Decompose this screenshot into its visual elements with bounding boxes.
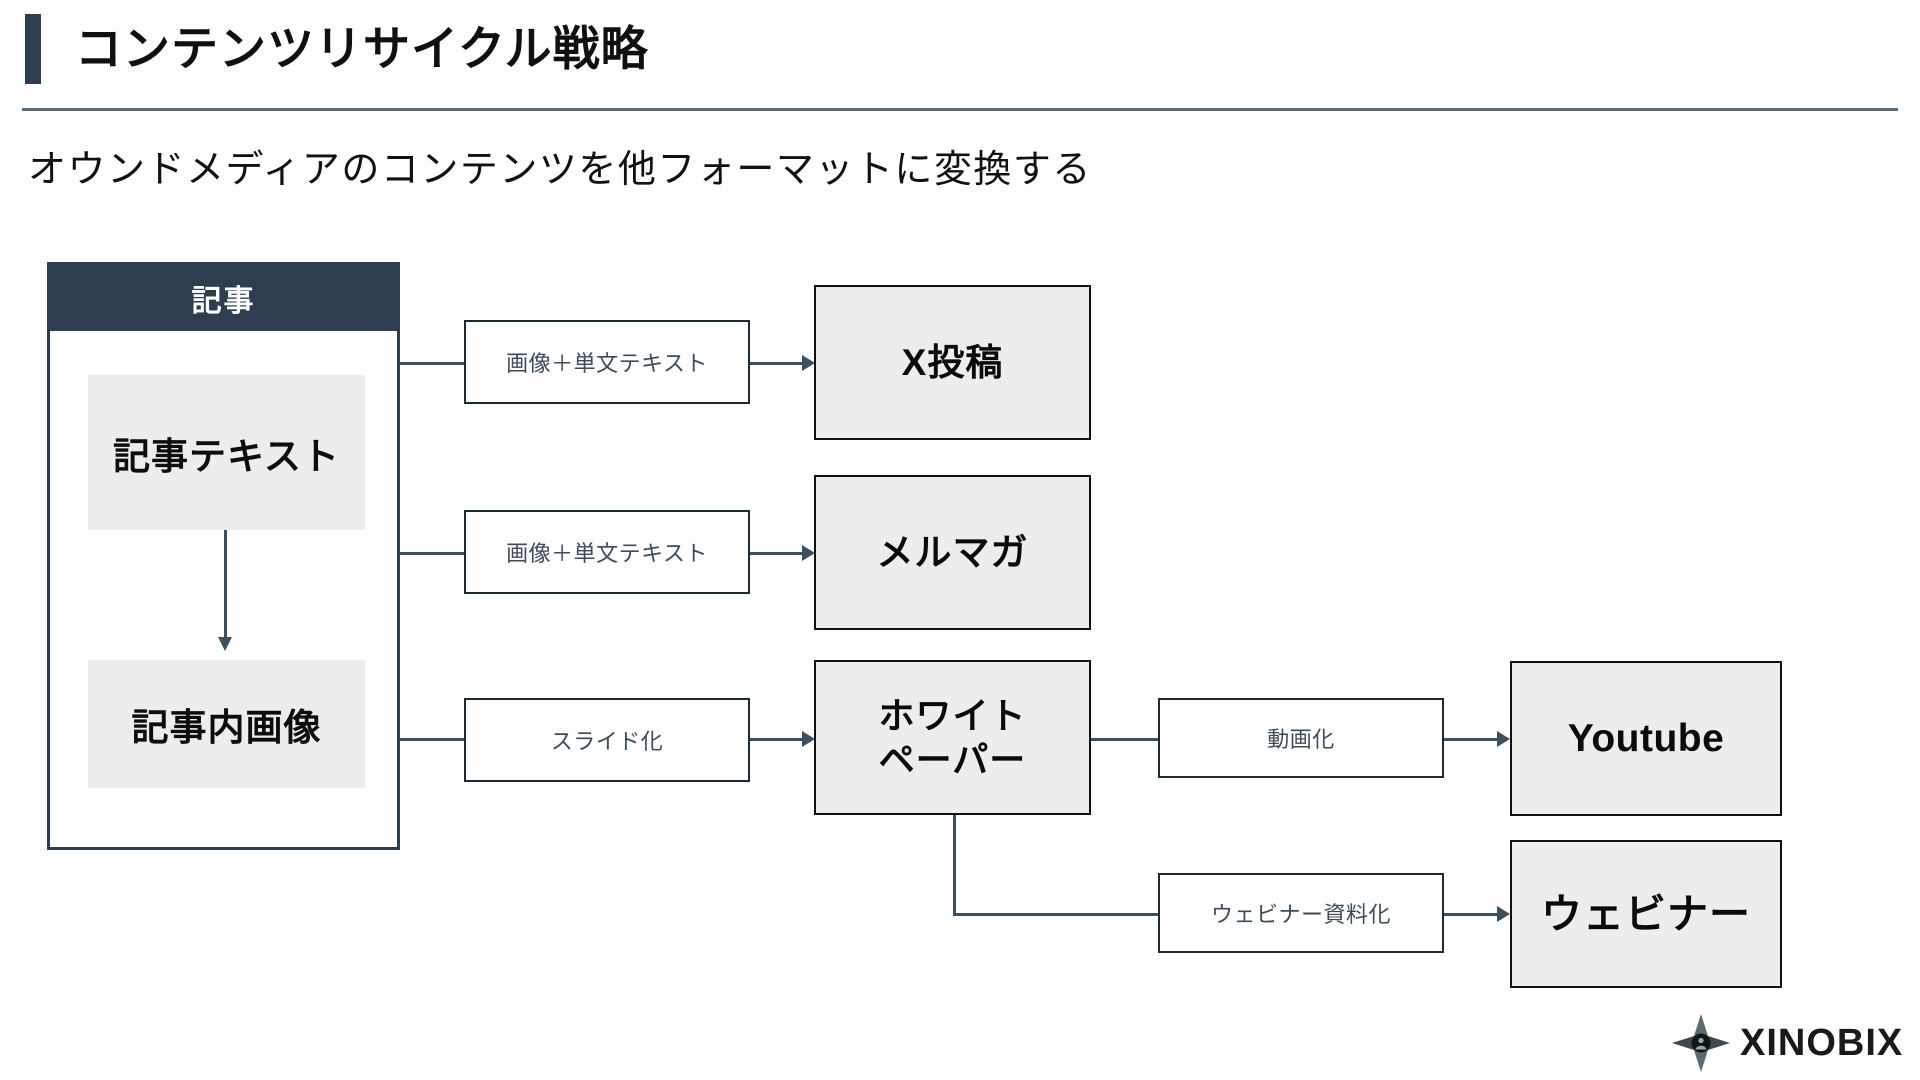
brand-logo: XINOBIX xyxy=(1672,1014,1902,1072)
transform-label-row3-text: スライド化 xyxy=(550,729,664,754)
xinobix-star-icon xyxy=(1672,1014,1730,1072)
transform-label-row2: 画像＋単文テキスト xyxy=(464,510,750,594)
transform-label-row1-text: 画像＋単文テキスト xyxy=(506,351,708,376)
connector-row5-to-output xyxy=(1444,913,1500,916)
page-title: コンテンツリサイクル戦略 xyxy=(75,22,649,75)
source-item-article-text-label: 記事テキスト xyxy=(113,435,340,477)
connector-row2-to-output xyxy=(750,552,805,555)
connector-row4-from-white-paper xyxy=(1091,738,1160,741)
output-box-youtube: Youtube xyxy=(1510,661,1782,816)
connector-row4-to-output xyxy=(1444,738,1500,741)
arrow-head-row4 xyxy=(1497,731,1510,747)
connector-row1-from-source xyxy=(400,362,466,365)
four-pointed-star-icon xyxy=(1672,1014,1730,1072)
connector-row3-to-output xyxy=(750,738,805,741)
connector-row5-elbow-vertical xyxy=(953,815,956,915)
source-item-article-image-label: 記事内画像 xyxy=(131,707,322,748)
output-box-white-paper: ホワイト ペーパー xyxy=(814,660,1091,815)
transform-label-row5-text: ウェビナー資料化 xyxy=(1210,902,1391,927)
transform-label-row4-text: 動画化 xyxy=(1267,727,1335,752)
source-item-article-image: 記事内画像 xyxy=(88,660,365,788)
arrow-head-row1 xyxy=(802,355,815,371)
transform-label-row4: 動画化 xyxy=(1158,698,1444,778)
transform-label-row1: 画像＋単文テキスト xyxy=(464,320,750,404)
brand-logo-text: XINOBIX xyxy=(1740,1021,1904,1064)
transform-label-row5: ウェビナー資料化 xyxy=(1158,873,1444,953)
source-item-article-text: 記事テキスト xyxy=(88,375,365,530)
output-box-white-paper-line2: ペーパー xyxy=(878,738,1027,780)
source-group-article: 記事 記事テキスト 記事内画像 xyxy=(47,262,400,850)
arrow-head-row3 xyxy=(802,731,815,747)
output-box-youtube-label: Youtube xyxy=(1567,716,1725,760)
connector-row1-to-output xyxy=(750,362,805,365)
title-accent-bar xyxy=(25,14,41,84)
connector-row2-from-source xyxy=(400,552,466,555)
source-group-header-label: 記事 xyxy=(191,285,256,318)
connector-row5-elbow-horizontal xyxy=(953,913,1160,916)
arrow-head-row2 xyxy=(802,545,815,561)
output-box-mail-magazine-label: メルマガ xyxy=(876,531,1029,573)
transform-label-row3: スライド化 xyxy=(464,698,750,782)
output-box-white-paper-line1: ホワイト xyxy=(878,694,1027,736)
output-box-mail-magazine: メルマガ xyxy=(814,475,1091,630)
transform-label-row2-text: 画像＋単文テキスト xyxy=(506,541,708,566)
arrow-head-row5 xyxy=(1497,906,1510,922)
output-box-x-post: X投稿 xyxy=(814,285,1091,440)
connector-row3-from-source xyxy=(400,738,466,741)
down-arrow-icon xyxy=(218,530,232,651)
source-group-header: 記事 xyxy=(50,265,397,331)
output-box-x-post-label: X投稿 xyxy=(901,341,1004,383)
page-subtitle: オウンドメディアのコンテンツを他フォーマットに変換する xyxy=(28,149,1092,191)
output-box-webinar-label: ウェビナー xyxy=(1541,890,1751,937)
output-box-webinar: ウェビナー xyxy=(1510,840,1782,988)
title-divider xyxy=(22,108,1898,111)
